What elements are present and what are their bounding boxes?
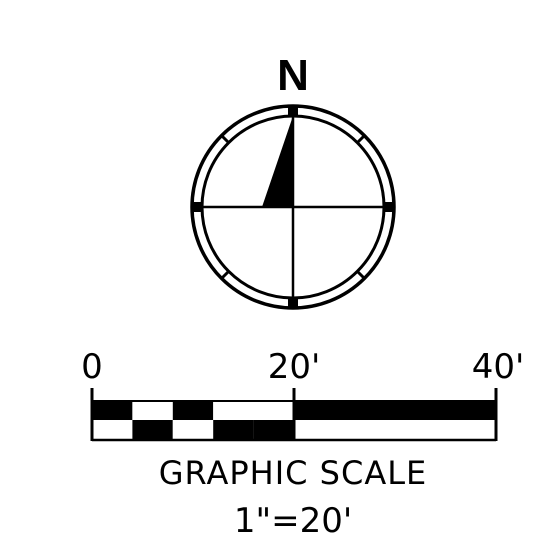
scale-title: GRAPHIC SCALE — [159, 454, 428, 492]
scale-segment-top-right — [294, 401, 496, 420]
scale-segment-top-3 — [213, 401, 254, 420]
scale-segment-top-1 — [132, 401, 173, 420]
scale-bar — [90, 388, 498, 442]
scale-segment-top-0 — [92, 401, 133, 420]
scale-tick-label-0: 0 — [81, 347, 103, 387]
scale-segment-top-2 — [172, 401, 214, 420]
compass-cardinal-ticks — [191, 105, 395, 309]
graphic-scale: 0 20' 40' GRAPHIC SCALE 1"=20' — [81, 347, 524, 541]
scale-segment-top-4 — [253, 401, 294, 420]
north-needle — [262, 116, 293, 207]
scale-segment-bottom-3 — [213, 420, 254, 440]
north-letter: N — [277, 51, 309, 100]
scale-segment-bottom-right — [294, 420, 496, 440]
scale-segment-bottom-0 — [92, 420, 133, 440]
scale-tick-label-20: 20' — [268, 347, 321, 387]
scale-tick-label-40: 40' — [472, 347, 525, 387]
scale-segment-bottom-4 — [253, 420, 294, 440]
north-arrow-icon: N — [190, 51, 396, 310]
scale-ratio: 1"=20' — [234, 501, 352, 541]
compass-diagonal-ticks — [220, 134, 366, 280]
scale-segment-bottom-1 — [132, 420, 173, 440]
scale-segment-bottom-2 — [172, 420, 214, 440]
